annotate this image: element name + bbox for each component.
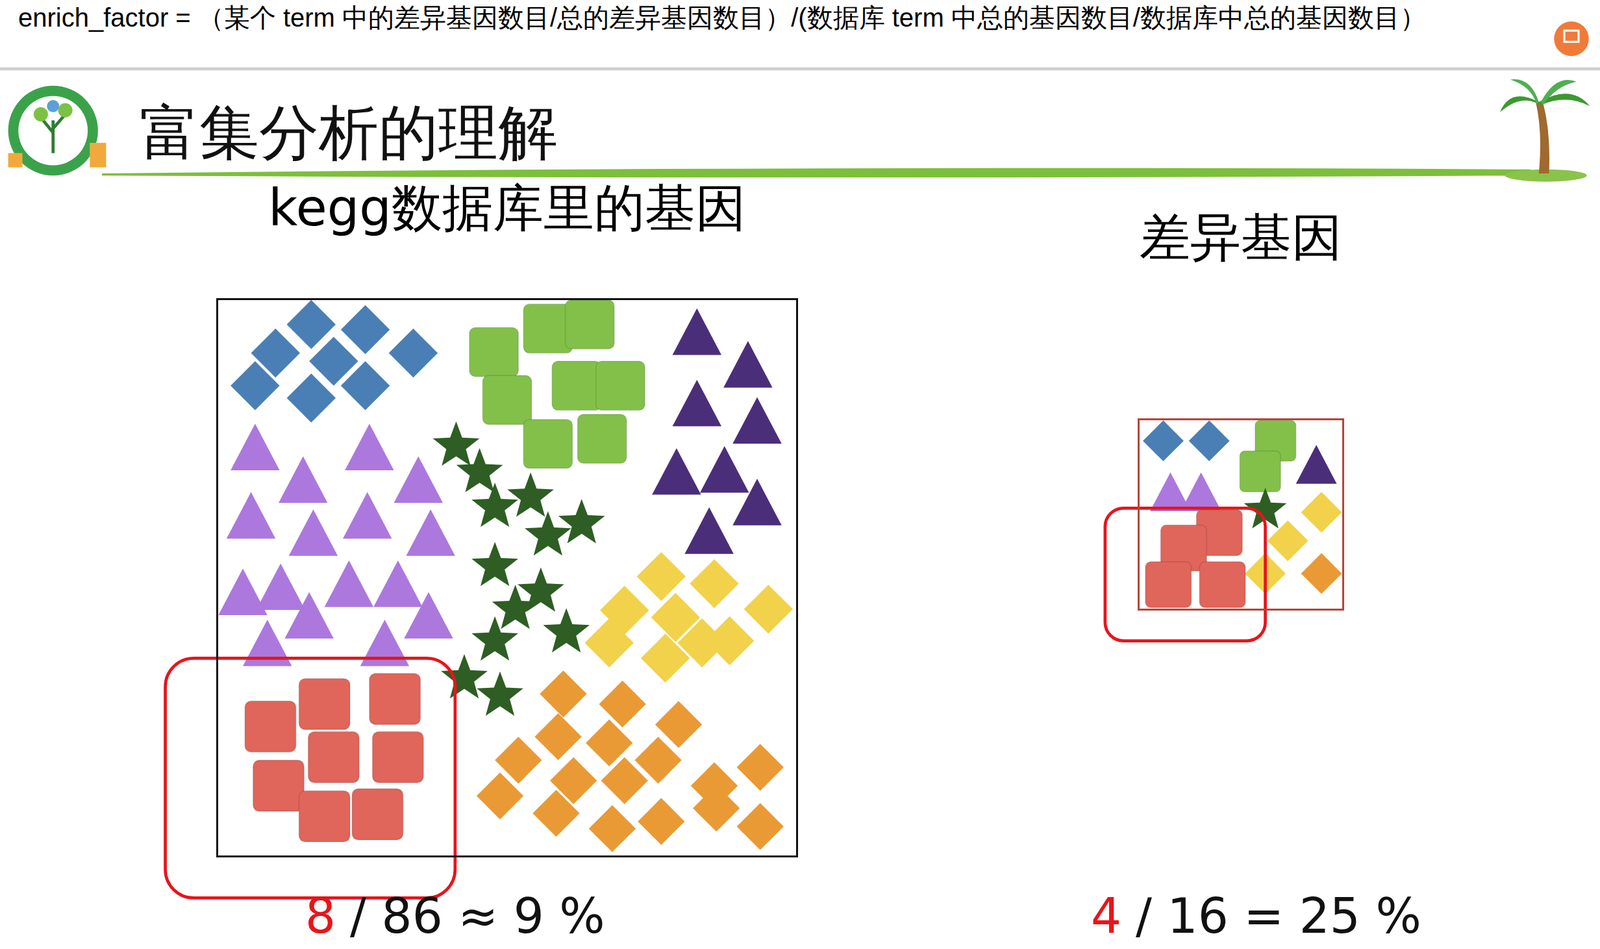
highlight-box bbox=[165, 657, 456, 898]
gene-diamond bbox=[637, 797, 685, 845]
gene-triangle bbox=[1180, 472, 1222, 512]
gene-triangle bbox=[732, 396, 782, 444]
gene-diamond bbox=[534, 712, 582, 760]
gene-triangle bbox=[700, 446, 749, 493]
gene-star bbox=[476, 671, 524, 716]
fraction-text: / 86 ≈ 9 % bbox=[350, 887, 606, 945]
gene-triangle bbox=[405, 509, 455, 556]
gene-diamond bbox=[539, 670, 587, 717]
gene-diamond bbox=[584, 618, 634, 667]
fraction-row: 8/ 86 ≈ 9 % bbox=[305, 887, 606, 945]
gene-square bbox=[596, 361, 645, 410]
gene-square bbox=[1239, 450, 1281, 492]
gene-diamond bbox=[1267, 520, 1309, 562]
gene-diamond bbox=[287, 373, 336, 423]
header-line bbox=[101, 168, 1531, 178]
box-heading: 差异基因 bbox=[1139, 207, 1343, 269]
gene-triangle bbox=[723, 340, 773, 388]
logo bbox=[8, 85, 107, 176]
count-number: 4 bbox=[1090, 887, 1122, 945]
gene-diamond bbox=[737, 802, 784, 850]
gene-triangle bbox=[684, 507, 734, 554]
gene-square bbox=[298, 790, 350, 843]
gene-square bbox=[1145, 561, 1192, 608]
gene-square bbox=[253, 759, 305, 812]
fraction-text: / 16 = 25 % bbox=[1135, 887, 1422, 945]
gene-triangle bbox=[651, 448, 701, 495]
gene-square bbox=[369, 673, 421, 725]
formula-text: enrich_factor = （某个 term 中的差异基因数目/总的差异基因… bbox=[18, 1, 1564, 34]
gene-triangle bbox=[278, 456, 328, 504]
gene-diamond bbox=[340, 305, 390, 354]
gene-triangle bbox=[342, 492, 392, 539]
gene-triangle bbox=[288, 509, 338, 556]
slide-title: 富集分析的理解 bbox=[139, 97, 558, 169]
gene-star bbox=[492, 584, 539, 629]
gene-star bbox=[440, 653, 488, 699]
gene-square bbox=[577, 414, 626, 463]
gene-star bbox=[507, 472, 554, 517]
gene-diamond bbox=[1188, 420, 1230, 462]
gene-diamond bbox=[287, 300, 336, 349]
gene-square bbox=[298, 678, 350, 730]
gene-square bbox=[482, 375, 532, 425]
gene-triangle bbox=[284, 591, 334, 639]
gene-square bbox=[244, 700, 297, 752]
gene-triangle bbox=[1296, 444, 1338, 484]
gene-star bbox=[542, 607, 590, 652]
gene-diamond bbox=[640, 633, 690, 683]
gene-diamond bbox=[705, 616, 754, 665]
gene-star bbox=[471, 541, 519, 586]
gene-triangle bbox=[344, 423, 394, 471]
gene-triangle bbox=[732, 478, 782, 526]
gene-diamond bbox=[340, 361, 390, 410]
gene-diamond bbox=[598, 680, 646, 728]
gene-diamond bbox=[230, 361, 280, 410]
count-number: 8 bbox=[305, 887, 336, 945]
badge-icon bbox=[1553, 21, 1589, 56]
gene-square bbox=[1199, 561, 1246, 608]
separator-bar bbox=[0, 67, 1600, 71]
gene-triangle bbox=[672, 308, 722, 356]
gene-triangle bbox=[226, 492, 276, 539]
gene-square bbox=[372, 731, 425, 783]
gene-set-box: 差异基因 bbox=[1137, 418, 1345, 611]
gene-triangle bbox=[394, 456, 443, 504]
gene-set-box: kegg数据库里的基因 bbox=[216, 298, 799, 858]
gene-diamond bbox=[744, 584, 793, 634]
gene-square bbox=[351, 788, 404, 840]
gene-diamond bbox=[532, 789, 580, 837]
highlight-box bbox=[1105, 507, 1266, 641]
gene-star bbox=[524, 511, 572, 556]
gene-star bbox=[433, 421, 480, 466]
gene-diamond bbox=[692, 784, 740, 832]
gene-square bbox=[308, 731, 360, 783]
gene-triangle bbox=[672, 379, 722, 427]
gene-triangle bbox=[373, 560, 423, 608]
gene-diamond bbox=[601, 757, 649, 804]
gene-square bbox=[469, 327, 519, 376]
gene-diamond bbox=[1301, 552, 1343, 594]
fraction-row: 4/ 16 = 25 % bbox=[1090, 887, 1422, 945]
gene-star bbox=[558, 498, 606, 543]
gene-square bbox=[551, 361, 601, 410]
gene-diamond bbox=[689, 559, 739, 608]
gene-diamond bbox=[1301, 491, 1343, 533]
gene-diamond bbox=[588, 804, 636, 852]
gene-diamond bbox=[1142, 420, 1184, 462]
gene-square bbox=[523, 419, 573, 469]
gene-triangle bbox=[324, 560, 374, 608]
gene-triangle bbox=[230, 423, 280, 471]
gene-diamond bbox=[476, 772, 524, 819]
box-heading: kegg数据库里的基因 bbox=[268, 177, 746, 239]
gene-diamond bbox=[737, 743, 784, 791]
gene-triangle bbox=[403, 591, 453, 639]
gene-square bbox=[565, 300, 615, 349]
badge-glyph bbox=[1564, 30, 1579, 42]
gene-triangle bbox=[255, 562, 305, 610]
gene-star bbox=[471, 616, 519, 661]
palm-tree bbox=[1500, 79, 1590, 182]
gene-diamond bbox=[637, 551, 686, 601]
gene-diamond bbox=[388, 328, 438, 378]
